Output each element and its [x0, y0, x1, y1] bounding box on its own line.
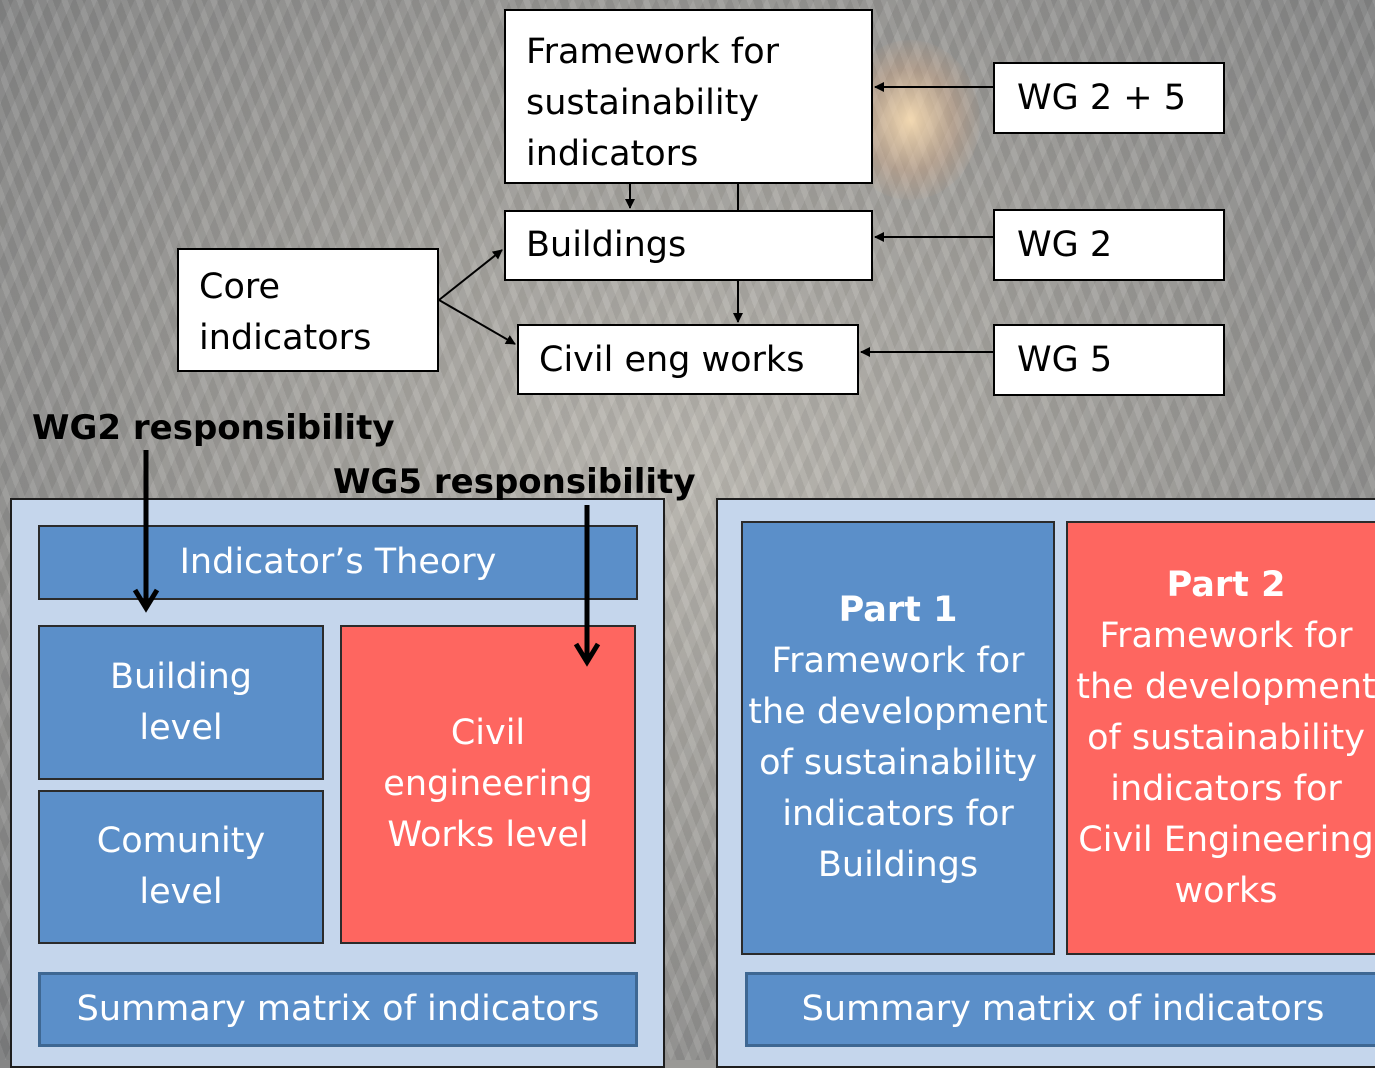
- wg2-responsibility-label: WG2 responsibility: [32, 408, 395, 448]
- core-indicators-box: Core indicators: [177, 248, 439, 372]
- summary-matrix-box-left: Summary matrix of indicators: [38, 972, 638, 1047]
- framework-label: Framework for sustainability indicators: [526, 32, 779, 174]
- summary-matrix-label-right: Summary matrix of indicators: [801, 989, 1325, 1029]
- wg2-box: WG 2: [993, 209, 1225, 281]
- wg2-responsibility-arrow-head: [132, 588, 160, 613]
- wg5-box: WG 5: [993, 324, 1225, 396]
- civil-engineering-level-box: Civil engineering Works level: [340, 625, 636, 944]
- wg5-responsibility-arrow-head: [573, 642, 601, 667]
- civil-engineering-level-label: Civil engineering Works level: [383, 713, 593, 855]
- wg5-label: WG 5: [1017, 340, 1113, 380]
- part1-text: Framework for the development of sustain…: [748, 641, 1048, 885]
- indicators-theory-box: Indicator’s Theory: [38, 525, 638, 600]
- community-level-label: Comunity level: [96, 821, 266, 912]
- civil-works-box: Civil eng works: [517, 324, 859, 395]
- buildings-box: Buildings: [504, 210, 873, 281]
- community-level-box: Comunity level: [38, 790, 324, 944]
- framework-box: Framework for sustainability indicators: [504, 9, 873, 184]
- part2-text: Framework for the development of sustain…: [1076, 615, 1375, 911]
- part1-title: Part 1: [838, 590, 958, 630]
- building-level-label: Building level: [110, 656, 252, 748]
- wg25-label: WG 2 + 5: [1017, 78, 1186, 118]
- part2-box: Part 2 Framework for the development of …: [1066, 521, 1375, 955]
- indicators-theory-label: Indicator’s Theory: [179, 542, 497, 582]
- arrow-core-buildings: [438, 249, 503, 301]
- part1-box: Part 1 Framework for the development of …: [741, 521, 1055, 955]
- buildings-label: Buildings: [526, 225, 687, 265]
- wg25-box: WG 2 + 5: [993, 62, 1225, 134]
- part2-title: Part 2: [1166, 564, 1286, 605]
- summary-matrix-box-right: Summary matrix of indicators: [745, 972, 1375, 1047]
- core-indicators-label: Core indicators: [199, 267, 372, 358]
- wg2-label: WG 2: [1017, 225, 1113, 265]
- building-level-box: Building level: [38, 625, 324, 780]
- wg5-responsibility-label: WG5 responsibility: [333, 462, 696, 502]
- arrow-core-civil: [438, 299, 516, 345]
- summary-matrix-label-left: Summary matrix of indicators: [76, 989, 600, 1029]
- civil-works-label: Civil eng works: [539, 340, 805, 380]
